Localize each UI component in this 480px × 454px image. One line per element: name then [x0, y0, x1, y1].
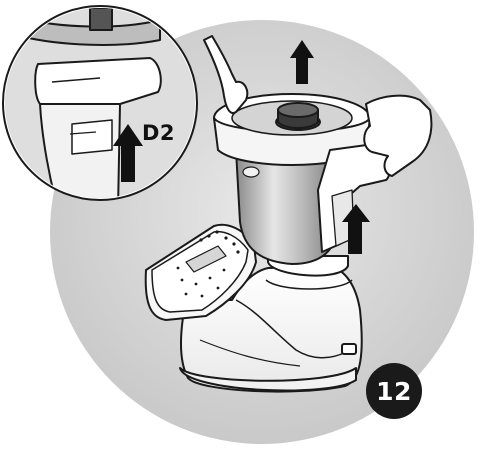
collar-rim: [265, 279, 353, 290]
control-panel-face: [151, 230, 249, 313]
base-curve: [235, 299, 347, 359]
base-latch: [341, 343, 357, 355]
up-arrow-inset: [113, 124, 143, 182]
lid-knob-top: [277, 102, 319, 118]
inset-grip: [71, 119, 113, 155]
panel-buttons: [176, 230, 240, 298]
hands: [203, 35, 433, 177]
inset-knob: [89, 8, 113, 31]
inset-handle-top: [34, 57, 162, 105]
display-screen: [185, 245, 227, 273]
base-curve-2: [199, 339, 301, 367]
step-number-badge: 12: [366, 363, 422, 419]
lift-arrows: [290, 40, 370, 254]
part-callout-label: D2: [142, 121, 176, 145]
up-arrow-lid: [290, 40, 314, 84]
food-processor: [144, 93, 393, 393]
appliance-foot: [179, 367, 357, 392]
right-hand: [363, 94, 433, 177]
up-arrow-handle: [342, 204, 370, 254]
inset-grip-line: [69, 131, 97, 135]
inset-handle-slot: [51, 77, 101, 83]
detail-inset: [2, 5, 198, 201]
bowl-label: [242, 166, 260, 178]
left-hand: [203, 35, 249, 114]
